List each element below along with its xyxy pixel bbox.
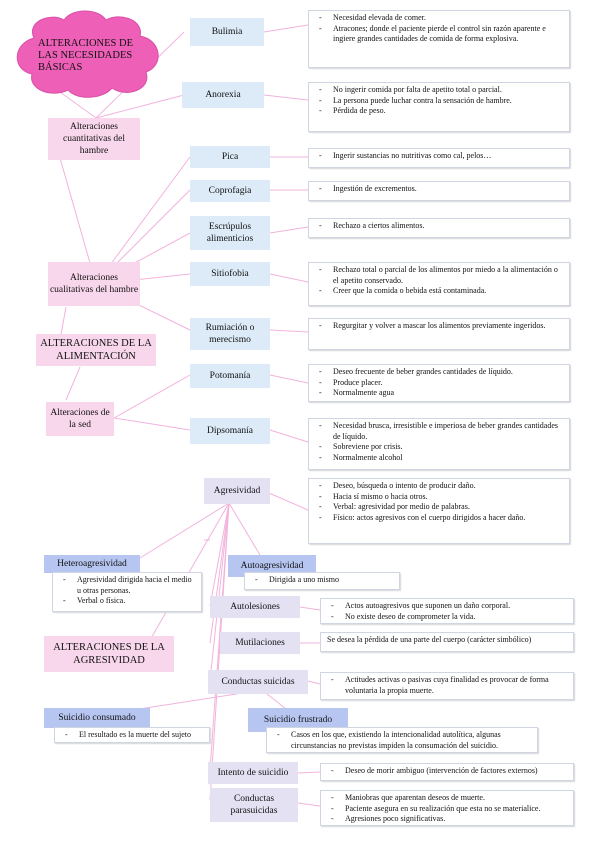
node-escrupulos: Escrúpulos alimenticios (190, 216, 270, 250)
desc-item: Dirigida a uno mismo (255, 575, 395, 586)
node-suicidio-consumado: Suicidio consumado (44, 708, 150, 728)
desc-item: La persona puede luchar contra la sensac… (319, 96, 565, 107)
desc-item: Físico: actos agresivos con el cuerpo di… (319, 513, 565, 524)
node-mutilaciones: Mutilaciones (220, 632, 300, 654)
node-alimentacion: ALTERACIONES DE LA ALIMENTACIÓN (36, 334, 156, 366)
desc-item: Pérdida de peso. (319, 106, 565, 117)
desc-conductas-parasuicidas: Maniobras que aparentan deseos de muerte… (320, 790, 574, 826)
desc-dipsomania: Necesidad brusca, irresistible e imperio… (308, 418, 570, 470)
desc-heteroagresividad: Agresividad dirigida hacia el medio u ot… (52, 572, 202, 612)
node-sitiofobia: Sitiofobia (190, 262, 270, 286)
desc-conductas-suicidas: Actitudes activas o pasivas cuya finalid… (320, 672, 574, 700)
desc-item: Actos autoagresivos que suponen un daño … (331, 601, 569, 612)
desc-item: Casos en los que, existiendo la intencio… (277, 730, 533, 751)
desc-bulimia: Necesidad elevada de comer. Atracones; d… (308, 10, 570, 68)
desc-item: Necesidad brusca, irresistible e imperio… (319, 421, 565, 442)
desc-item: No existe deseo de comprometer la vida. (331, 612, 569, 623)
desc-item: Deseo, búsqueda o intento de producir da… (319, 481, 565, 492)
desc-item: Deseo de morir ambiguo (intervención de … (331, 766, 569, 777)
desc-item: Creer que la comida o bebida está contam… (319, 286, 565, 297)
node-cualitativas: Alteraciones cualitativas del hambre (48, 262, 140, 306)
desc-suicidio-consumado: El resultado es la muerte del sujeto (54, 727, 210, 743)
node-rumiacion: Rumiación o merecismo (190, 318, 270, 350)
desc-item: Maniobras que aparentan deseos de muerte… (331, 793, 569, 804)
node-intento-suicidio: Intento de suicidio (208, 762, 298, 784)
node-autolesiones: Autolesiones (210, 596, 300, 618)
node-conductas-suicidas: Conductas suicidas (208, 670, 308, 694)
desc-pica: Ingerir sustancias no nutritivas como ca… (308, 148, 570, 168)
desc-item: Actitudes activas o pasivas cuya finalid… (331, 675, 569, 696)
desc-item: Se desea la pérdida de una parte del cue… (327, 635, 532, 644)
desc-escrupulos: Rechazo a ciertos alimentos. (308, 218, 570, 238)
desc-anorexia: No ingerir comida por falta de apetito t… (308, 82, 570, 132)
desc-coprofagia: Ingestión de excrementos. (308, 181, 570, 201)
desc-rumiacion: Regurgitar y volver a mascar los aliment… (308, 318, 570, 350)
desc-item: Rechazo total o parcial de los alimentos… (319, 265, 565, 286)
desc-item: Normalmente alcohol (319, 453, 565, 464)
desc-item: Agresividad dirigida hacia el medio u ot… (63, 575, 197, 596)
node-alteraciones-agresividad: ALTERACIONES DE LA AGRESIVIDAD (44, 636, 174, 672)
node-coprofagia: Coprofagia (190, 180, 270, 202)
desc-item: Agresiones poco significativas. (331, 814, 569, 825)
node-conductas-parasuicidas: Conductas parasuicidas (210, 788, 298, 822)
desc-agresividad: Deseo, búsqueda o intento de producir da… (308, 478, 570, 544)
desc-item: Rechazo a ciertos alimentos. (319, 221, 565, 232)
node-dipsomania: Dipsomanía (190, 418, 270, 444)
desc-item: El resultado es la muerte del sujeto (65, 730, 205, 741)
desc-item: Regurgitar y volver a mascar los aliment… (319, 321, 565, 332)
desc-item: Necesidad elevada de comer. (319, 13, 565, 24)
page-title: ALTERACIONES DE LAS NECESIDADES BÁSICAS (38, 38, 133, 73)
desc-item: Verbal o física. (63, 596, 197, 607)
desc-autolesiones: Actos autoagresivos que suponen un daño … (320, 598, 574, 624)
desc-potomania: Deseo frecuente de beber grandes cantida… (308, 364, 570, 402)
desc-item: Produce placer. (319, 378, 565, 389)
desc-sitiofobia: Rechazo total o parcial de los alimentos… (308, 262, 570, 306)
desc-autoagresividad: Dirigida a uno mismo (244, 572, 400, 590)
desc-item: Normalmente agua (319, 388, 565, 399)
node-pica: Pica (190, 146, 270, 168)
desc-item: Sobreviene por crisis. (319, 442, 565, 453)
desc-suicidio-frustrado: Casos en los que, existiendo la intencio… (266, 727, 538, 753)
desc-item: Deseo frecuente de beber grandes cantida… (319, 367, 565, 378)
node-agresividad: Agresividad (204, 478, 270, 504)
desc-item: Ingerir sustancias no nutritivas como ca… (319, 151, 565, 162)
desc-intento-suicidio: Deseo de morir ambiguo (intervención de … (320, 763, 574, 781)
desc-mutilaciones: Se desea la pérdida de una parte del cue… (320, 632, 574, 652)
node-autoagresividad: Autoagresividad (228, 555, 316, 577)
cloud-shape-icon (16, 10, 159, 98)
desc-item: Hacia sí mismo o hacia otros. (319, 492, 565, 503)
desc-item: Verbal: agresividad por medio de palabra… (319, 502, 565, 513)
node-cuantitativas: Alteraciones cuantitativas del hambre (48, 118, 140, 160)
node-heteroagresividad: Heteroagresividad (44, 555, 140, 573)
node-potomania: Potomanía (190, 364, 270, 388)
desc-item: No ingerir comida por falta de apetito t… (319, 85, 565, 96)
desc-item: Paciente asegura en su realización que e… (331, 804, 569, 815)
node-sed: Alteraciones de la sed (46, 402, 114, 436)
title-cloud: ALTERACIONES DE LAS NECESIDADES BÁSICAS (6, 8, 166, 100)
desc-item: Atracones; donde el paciente pierde el c… (319, 24, 565, 45)
desc-item: Ingestión de excrementos. (319, 184, 565, 195)
node-bulimia: Bulimia (190, 18, 264, 46)
node-anorexia: Anorexia (182, 82, 264, 108)
